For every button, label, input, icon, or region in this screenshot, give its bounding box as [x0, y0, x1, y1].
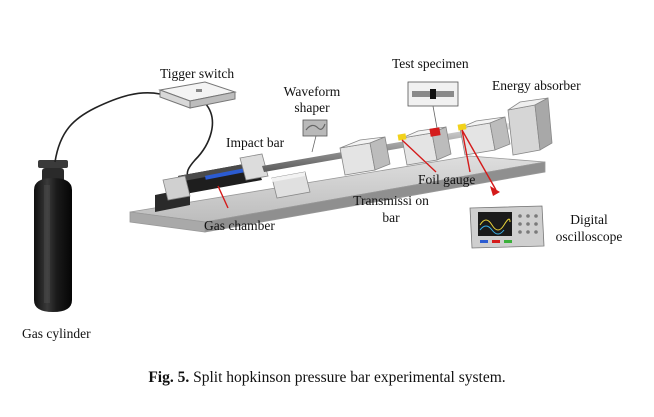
figure-caption-text: Split hopkinson pressure bar experimenta…	[193, 369, 506, 386]
digital-oscilloscope-label-line1: Digital	[570, 212, 608, 227]
figure-caption: Fig. 5. Split hopkinson pressure bar exp…	[0, 368, 654, 388]
digital-oscilloscope-label-line2: oscilloscope	[555, 229, 623, 244]
bar-support-2	[401, 126, 452, 166]
gas-hose	[54, 91, 161, 163]
pressure-bar	[262, 122, 517, 172]
platform	[129, 155, 546, 233]
digital-oscilloscope	[469, 205, 545, 249]
impact-bar-support	[271, 171, 311, 199]
figure-caption-prefix: Fig. 5.	[148, 369, 190, 386]
waveform-shaper-label-line1: Waveform	[283, 84, 341, 99]
gas-cylinder-label: Gas cylinder	[22, 326, 91, 341]
red-pointers	[217, 129, 497, 209]
gas-chamber-label: Gas chamber	[204, 218, 275, 233]
bar-support-1	[339, 136, 391, 176]
test-specimen-pointer	[432, 105, 438, 129]
gas-cylinder	[34, 160, 72, 312]
trigger-switch-label: Tigger switch	[160, 66, 235, 81]
foil-gauge-label: Foil gauge	[418, 172, 476, 187]
oscilloscope-arrow	[490, 186, 500, 196]
energy-absorber	[507, 97, 553, 156]
foil-gauge-1	[397, 133, 407, 141]
bar-support-3	[459, 116, 511, 156]
foil-gauge-2	[457, 123, 467, 131]
transmission-bar-label-line2: bar	[382, 210, 400, 225]
energy-absorber-label: Energy absorber	[492, 78, 581, 93]
test-specimen-thumbnail	[407, 81, 459, 107]
impact-bar-label: Impact bar	[226, 135, 285, 150]
gas-chamber	[155, 153, 269, 212]
test-specimen-label: Test specimen	[392, 56, 469, 71]
trigger-switch	[158, 81, 237, 109]
trigger-cable	[186, 102, 214, 179]
waveform-shaper-pointer	[311, 135, 317, 153]
waveform-shaper-thumbnail	[302, 119, 328, 137]
waveform-shaper-label-line2: shaper	[294, 100, 330, 115]
specimen-marker	[429, 127, 441, 137]
transmission-bar-label-line1: Transmissi on	[353, 193, 429, 208]
